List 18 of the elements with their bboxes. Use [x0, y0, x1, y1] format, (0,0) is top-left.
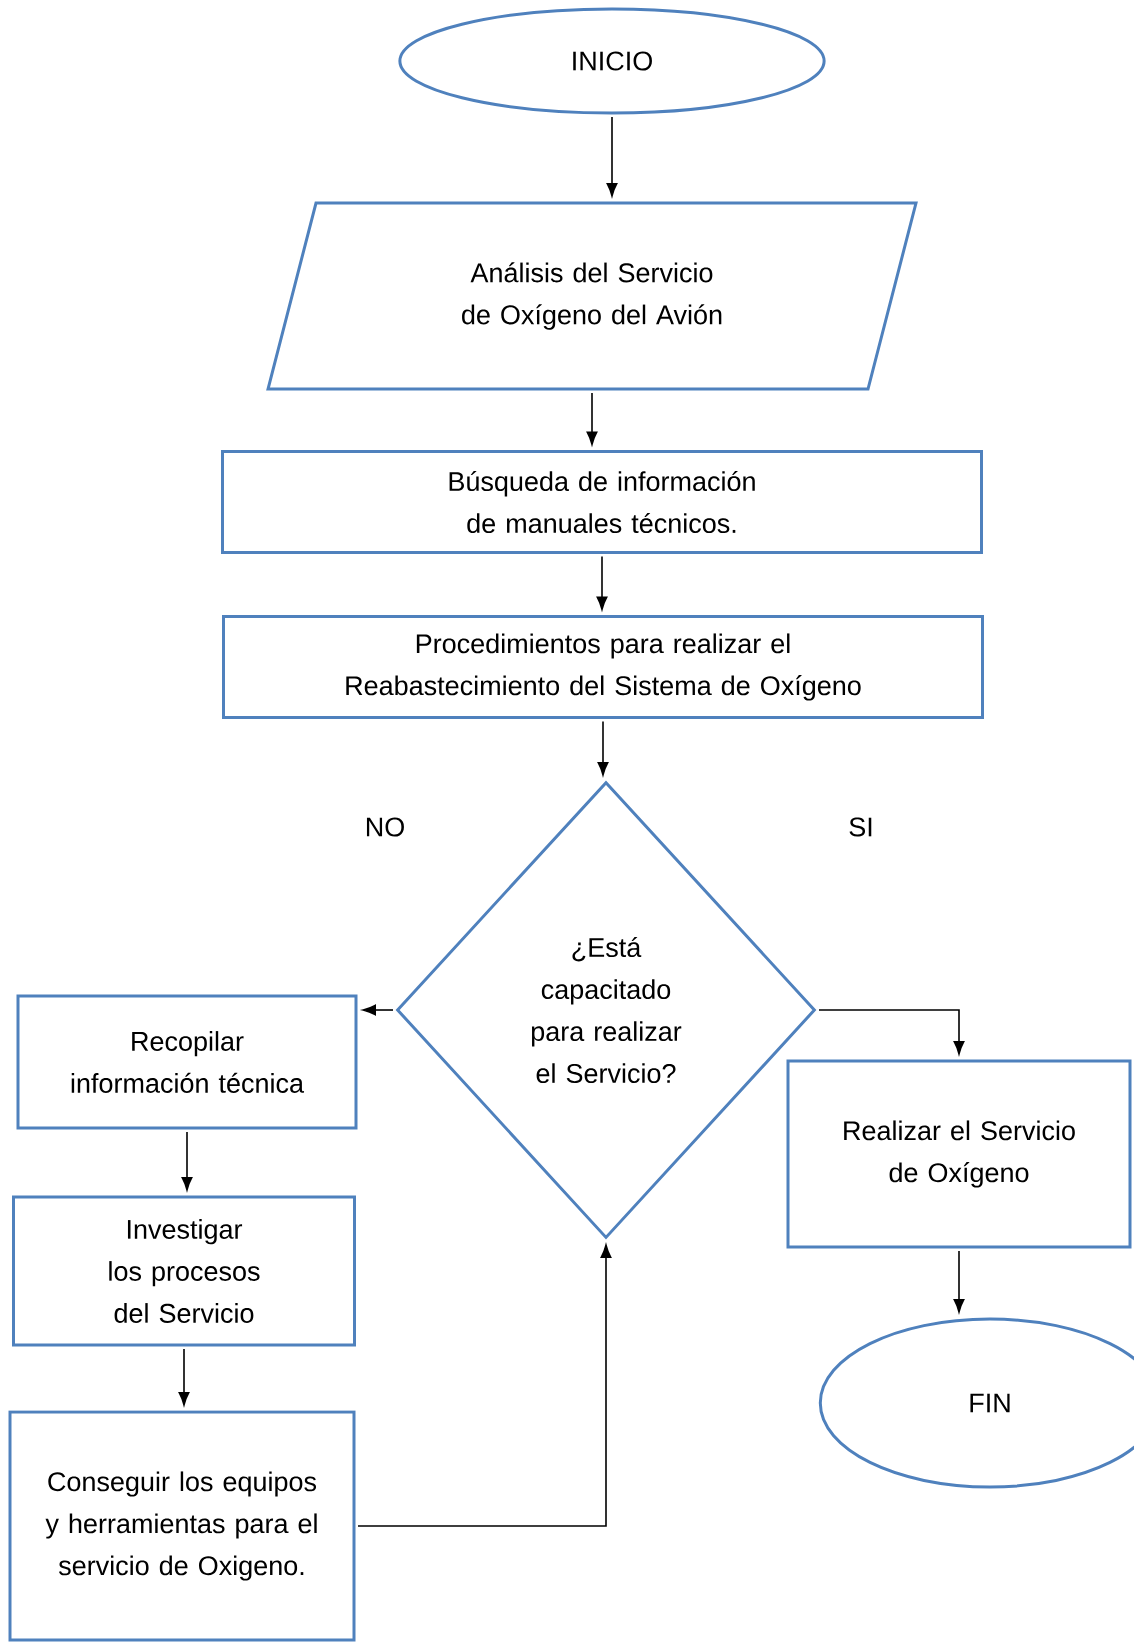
process-box: Conseguir los equipos y herramientas para el servicio de Oxigeno. [8, 1410, 356, 1642]
arrow [606, 116, 618, 197]
arrow [181, 1131, 193, 1191]
arrow [818, 1009, 965, 1055]
process-box: Realizar el Servicio de Oxígeno [786, 1059, 1132, 1249]
arrow [596, 555, 608, 610]
process-box: Recopilar información técnica [16, 994, 358, 1130]
process-box: Investigar los procesos del Servicio [12, 1195, 356, 1347]
input-parallelogram: Análisis del Servicio de Oxígeno del Avión [266, 201, 918, 391]
arrow [362, 1004, 394, 1016]
arrow [953, 1250, 965, 1313]
arrow [357, 1244, 612, 1527]
arrow [597, 720, 609, 776]
arrow [586, 392, 598, 445]
process-box: Procedimientos para realizar el Reabastecimiento del Sistema de Oxígeno [222, 615, 984, 719]
process-box: Búsqueda de información de manuales técnicos. [221, 450, 983, 554]
branch-label: SI [849, 817, 872, 837]
arrow [178, 1348, 190, 1406]
